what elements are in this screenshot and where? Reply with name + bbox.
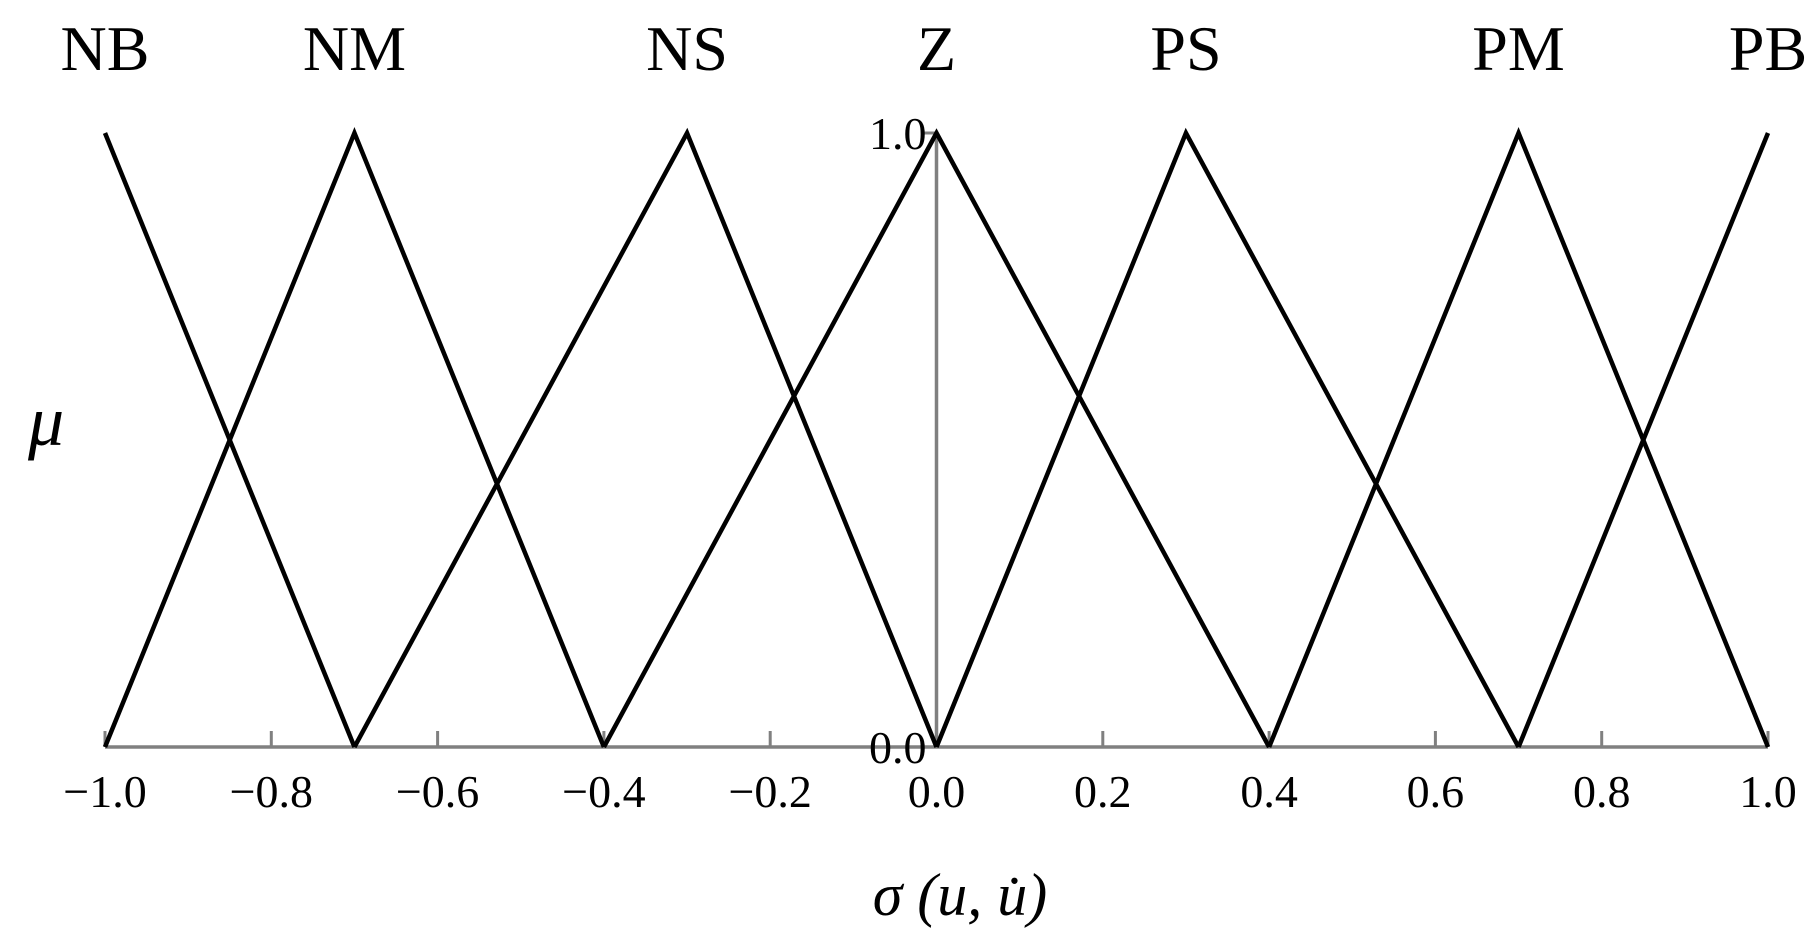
x-tick-label: 0.6 [1407, 766, 1465, 817]
x-tick-label: −0.2 [728, 766, 811, 817]
x-tick-label: −0.4 [562, 766, 645, 817]
series-label-ps: PS [1150, 13, 1221, 84]
x-tick-label: 0.2 [1074, 766, 1132, 817]
y-tick-label: 1.0 [869, 108, 927, 159]
y-axis-label: μ [27, 381, 64, 461]
series-line-ns [352, 127, 939, 749]
axes: −1.0 −0.8 −0.6 −0.4 −0.2 0.0 0.2 0.4 0.6 0.8 1.0 0.… [63, 108, 1796, 817]
membership-functions: NB NM NS Z PS PM PB [61, 13, 1807, 749]
y-tick-label: 0.0 [869, 722, 927, 773]
x-tick-label: −0.6 [396, 766, 479, 817]
series-line-ps [934, 127, 1521, 749]
series-line-pm [1267, 127, 1771, 748]
x-tick-label: 0.8 [1573, 766, 1631, 817]
x-tick-label: −0.8 [230, 766, 313, 817]
series-label-z: Z [917, 13, 956, 84]
series-label-pb: PB [1729, 13, 1807, 84]
series-label-nb: NB [61, 13, 150, 84]
series-line-pb [1516, 132, 1771, 748]
x-axis-label: σ (u, u̇) [873, 862, 1048, 928]
x-tick-label: 0.0 [908, 766, 966, 817]
x-tick-label: 0.4 [1240, 766, 1298, 817]
series-label-nm: NM [303, 13, 406, 84]
chart-labels: μ σ (u, u̇) [27, 381, 1047, 928]
series-line-nm [102, 127, 606, 748]
series-line-z [601, 128, 1272, 749]
series-label-ns: NS [646, 13, 728, 84]
series-label-pm: PM [1472, 13, 1565, 84]
x-tick-label: 1.0 [1739, 766, 1797, 817]
x-tick-label: −1.0 [63, 766, 146, 817]
